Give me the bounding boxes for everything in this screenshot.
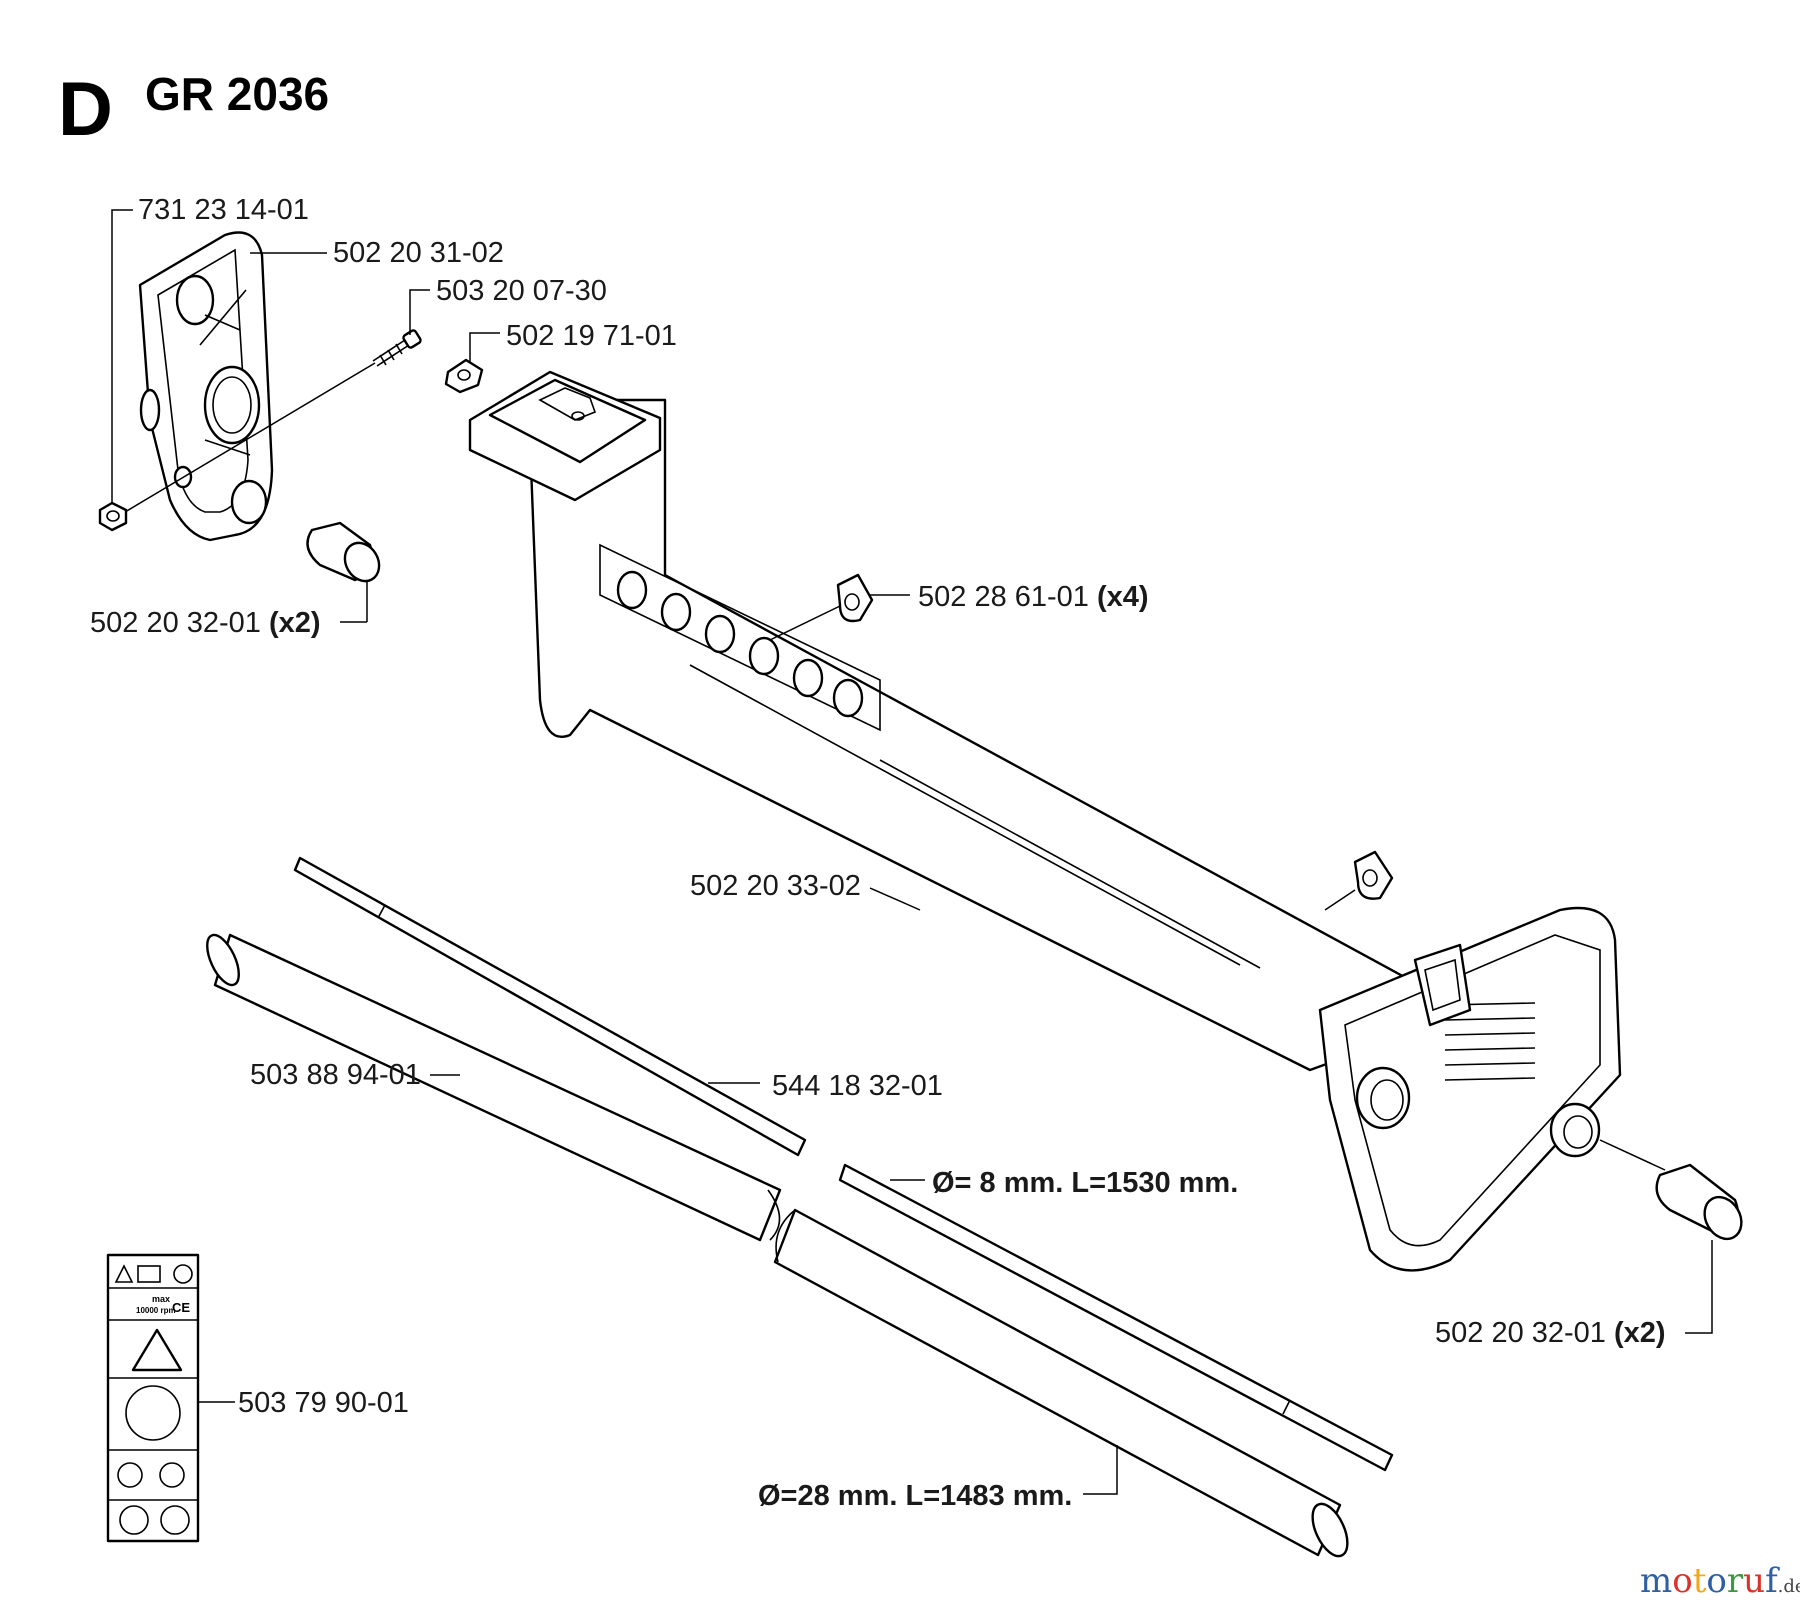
label-503-79-90-01: 503 79 90-01: [238, 1387, 409, 1419]
square-nut: [444, 358, 484, 394]
label-503-20-07-30: 503 20 07-30: [436, 275, 607, 307]
label-502-20-32-01-left: 502 20 32-01 (x2): [90, 607, 321, 639]
cable-clip: [836, 573, 874, 623]
model-title: GR 2036: [145, 68, 329, 120]
handle-bracket: [138, 231, 274, 542]
screw: [372, 329, 422, 367]
grip-cap-left: [306, 521, 381, 583]
vent-holes: [616, 570, 864, 718]
label-503-88-94-01: 503 88 94-01: [250, 1059, 421, 1091]
label-502-19-71-01: 502 19 71-01: [506, 320, 677, 352]
tube-upper: [206, 933, 782, 1242]
tube-lower: [773, 1208, 1349, 1558]
label-731-23-14-01: 731 23 14-01: [138, 194, 309, 226]
decal-ce: CE: [172, 1300, 190, 1315]
warning-decal: max 10000 rpm CE: [106, 1253, 200, 1543]
leader-lines: [111, 209, 1713, 1495]
label-502-20-33-02: 502 20 33-02: [690, 870, 861, 902]
shaft-lower: [838, 1163, 1394, 1472]
cable-clip-2: [1353, 850, 1394, 900]
watermark: motoruf.de: [1640, 1561, 1800, 1601]
label-544-18-32-01: 544 18 32-01: [772, 1070, 943, 1102]
dimension-shaft: Ø= 8 mm. L=1530 mm.: [932, 1167, 1238, 1199]
section-letter: D: [58, 67, 113, 152]
decal-max: max: [152, 1294, 170, 1304]
dimension-tube: Ø=28 mm. L=1483 mm.: [758, 1480, 1072, 1512]
grip-cap-right: [1655, 1163, 1743, 1241]
main-housing: [468, 370, 1622, 1272]
hex-nut: [98, 501, 128, 532]
label-502-20-32-01-right: 502 20 32-01 (x2): [1435, 1317, 1666, 1349]
decal-rpm: 10000 rpm: [136, 1306, 176, 1315]
label-502-20-31-02: 502 20 31-02: [333, 237, 504, 269]
label-502-28-61-01: 502 28 61-01 (x4): [918, 581, 1149, 613]
shaft-upper: [293, 856, 807, 1157]
fins: [1444, 1002, 1536, 1081]
